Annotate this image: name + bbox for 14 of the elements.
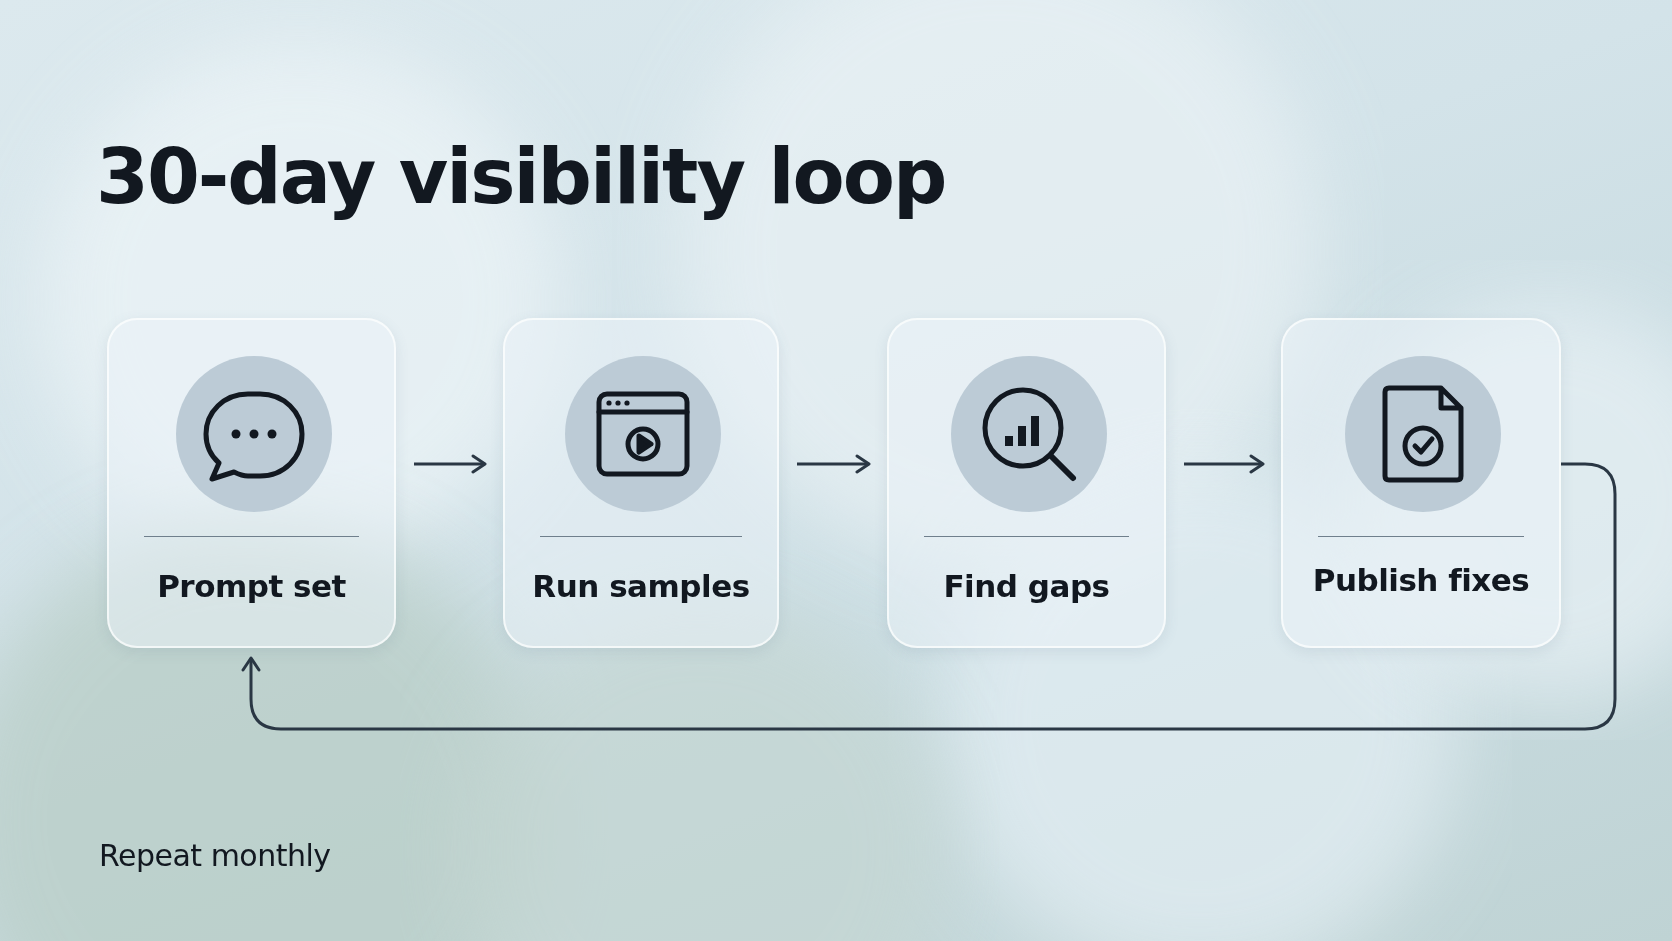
arrow	[414, 454, 487, 474]
step-label: Find gaps	[942, 568, 1111, 604]
step-card	[107, 318, 396, 648]
title: 30-day visibility loop	[96, 132, 946, 221]
step-card	[503, 318, 779, 648]
note: Repeat monthly	[99, 838, 331, 873]
step-label: Run samples	[531, 568, 751, 604]
step-card	[887, 318, 1166, 648]
arrow	[1184, 454, 1265, 474]
arrow	[241, 462, 1617, 731]
step-label: Publish fixes	[1311, 562, 1531, 598]
arrow	[797, 454, 871, 474]
step-card	[1281, 318, 1561, 648]
step-label: Prompt set	[156, 568, 347, 604]
